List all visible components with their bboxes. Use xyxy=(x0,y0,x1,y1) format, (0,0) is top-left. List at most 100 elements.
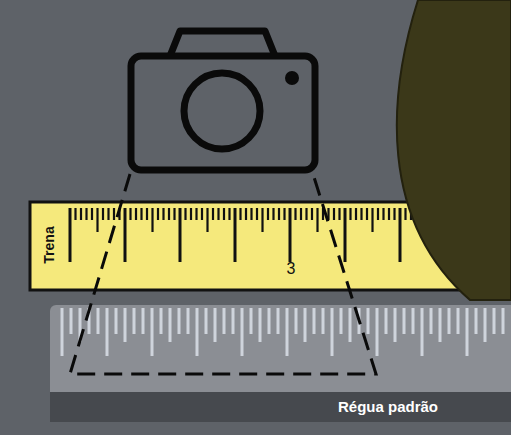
ruler-tick xyxy=(376,308,379,356)
tape-tick xyxy=(382,208,384,220)
tape-tick xyxy=(333,208,335,220)
tape-tick xyxy=(85,208,87,220)
tape-tick xyxy=(311,208,313,220)
dark-object xyxy=(397,0,511,300)
tape-tick xyxy=(399,208,402,262)
tape-tick xyxy=(69,208,72,262)
tape-tick xyxy=(74,208,76,220)
tape-tick xyxy=(146,208,148,220)
tape-tick xyxy=(157,208,159,220)
tape-tick xyxy=(289,208,292,262)
ruler-tick xyxy=(385,308,388,334)
tape-tick xyxy=(388,208,390,220)
tape-tick xyxy=(278,208,280,220)
tape-tick xyxy=(432,208,434,220)
tape-tick xyxy=(124,208,127,262)
tape-tick xyxy=(327,208,329,220)
ruler-tick xyxy=(475,308,478,334)
camera-top xyxy=(170,31,275,56)
ruler-tick xyxy=(412,308,415,334)
tape-tick xyxy=(300,208,302,220)
ruler-tick xyxy=(367,308,370,334)
ruler-tick xyxy=(493,308,496,334)
ruler-tick xyxy=(277,308,280,334)
ruler-tick xyxy=(61,308,64,356)
ruler-tick xyxy=(340,308,343,334)
tape-tick xyxy=(195,208,197,220)
tape-tick xyxy=(184,208,186,220)
tape-tick xyxy=(267,208,269,220)
tape-tick xyxy=(179,208,182,262)
ruler-tick xyxy=(151,308,154,356)
tape-tick xyxy=(377,208,379,220)
ruler-tick xyxy=(349,308,352,342)
ruler-tick xyxy=(331,308,334,356)
ruler-tick xyxy=(97,308,100,334)
camera-lens xyxy=(184,73,260,149)
tape-tick xyxy=(206,208,208,232)
camera-body xyxy=(131,56,315,170)
ruler-tick xyxy=(214,308,217,342)
ruler-tick xyxy=(295,308,298,334)
camera-flash xyxy=(285,71,299,85)
tape-tick xyxy=(338,208,340,220)
standard-ruler-body xyxy=(50,305,511,422)
ruler-tick xyxy=(169,308,172,342)
tape-tick xyxy=(168,208,170,220)
tape-tick xyxy=(355,208,357,220)
tape-tick xyxy=(437,208,439,220)
tape-tick xyxy=(250,208,252,220)
tape-tick xyxy=(96,208,98,232)
tape-tick xyxy=(140,208,142,220)
tape-tick xyxy=(349,208,351,220)
tape-tick xyxy=(459,208,461,220)
tape-tick xyxy=(228,208,230,220)
ruler-tick xyxy=(502,308,505,334)
tape-tick xyxy=(404,208,406,220)
ruler-tick xyxy=(160,308,163,334)
tape-label: Trena xyxy=(40,214,58,276)
tape-tick xyxy=(272,208,274,220)
tape-tick xyxy=(415,208,417,220)
tape-measure-ticks xyxy=(70,208,466,262)
ruler-tick xyxy=(250,308,253,334)
tape-tick xyxy=(129,208,131,220)
ruler-tick xyxy=(79,308,82,342)
tape-tick xyxy=(316,208,318,232)
ruler-tick xyxy=(313,308,316,334)
tape-tick xyxy=(305,208,307,220)
tape-tick xyxy=(366,208,368,220)
ruler-tick xyxy=(322,308,325,334)
ruler-tick xyxy=(457,308,460,334)
tape-tick xyxy=(173,208,175,220)
scale-number: 3 xyxy=(280,260,302,278)
tape-tick xyxy=(256,208,258,220)
tape-tick xyxy=(102,208,104,220)
ruler-tick xyxy=(268,308,271,334)
tape-tick xyxy=(107,208,109,220)
ruler-tick xyxy=(70,308,73,334)
ruler-tick xyxy=(304,308,307,342)
tape-tick xyxy=(91,208,93,220)
ruler-tick xyxy=(259,308,262,342)
tape-tick xyxy=(190,208,192,220)
ruler-tick xyxy=(394,308,397,342)
tape-tick xyxy=(454,208,457,262)
ruler-tick xyxy=(466,308,469,356)
tape-tick xyxy=(322,208,324,220)
ruler-tick xyxy=(106,308,109,356)
tape-tick xyxy=(151,208,153,232)
tape-tick xyxy=(245,208,247,220)
ruler-tick xyxy=(223,308,226,334)
tape-tick xyxy=(294,208,296,220)
tape-tick xyxy=(371,208,373,232)
tape-tick xyxy=(421,208,423,220)
tape-tick xyxy=(113,208,115,220)
ruler-tick xyxy=(286,308,289,356)
tape-tick xyxy=(393,208,395,220)
ruler-tick xyxy=(484,308,487,342)
ruler-tick xyxy=(124,308,127,342)
tape-tick xyxy=(426,208,428,232)
